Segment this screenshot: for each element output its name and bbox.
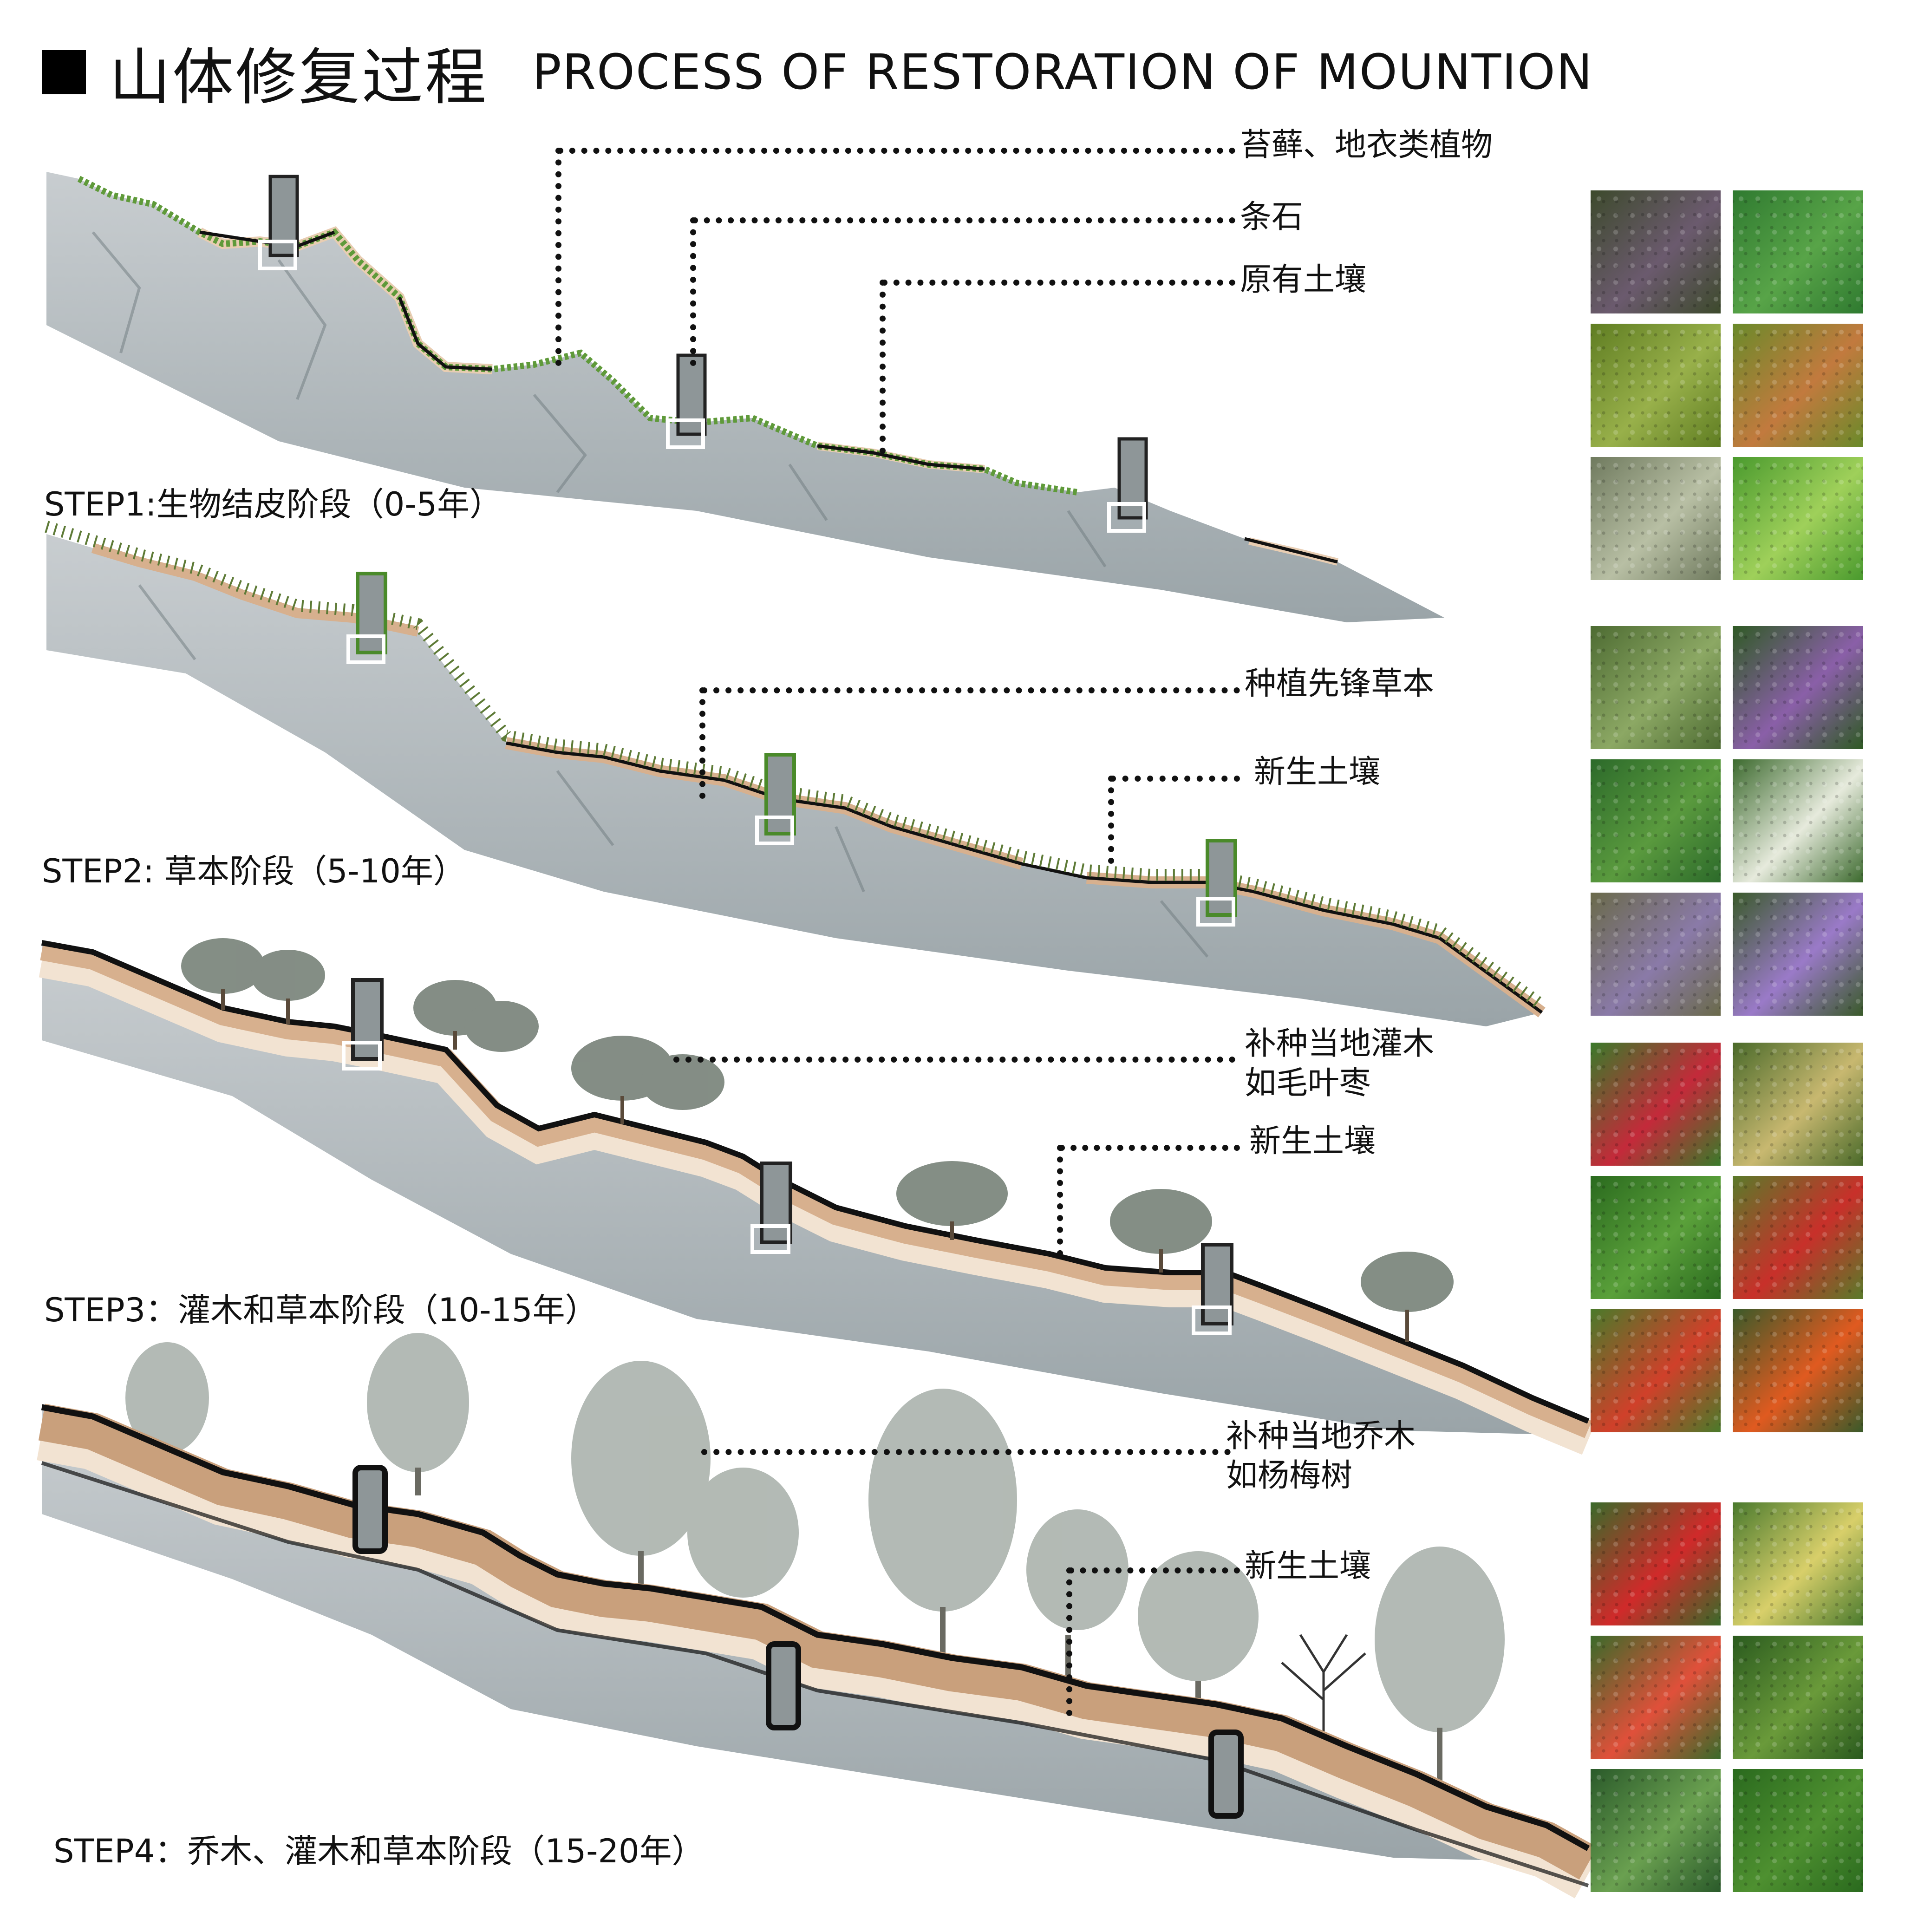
step-3-leader-soil	[1059, 1145, 1240, 1151]
step-4-photo-grid	[1591, 1502, 1863, 1892]
plant-photo-moss-green-leaves	[1733, 190, 1863, 313]
plant-photo-yellow-pears	[1733, 1502, 1863, 1625]
step-2-photo-grid	[1591, 626, 1863, 1016]
title-row: 山体修复过程 PROCESS OF RESTORATION OF MOUNTIO…	[42, 37, 1593, 113]
step-2-section: STEP2: 草本阶段（5-10年） 种植先锋草本 新生土壤	[0, 511, 1905, 1026]
plant-photo-dense-tree	[1733, 1769, 1863, 1892]
step-2-leader-herb	[701, 687, 1240, 693]
step-1-photo-grid	[1591, 190, 1863, 580]
step-2-stone-blocks	[346, 572, 1237, 927]
page-title-en: PROCESS OF RESTORATION OF MOUNTION	[532, 44, 1593, 100]
step-4-cross-section	[37, 1333, 1602, 1899]
step-1-annotation-moss: 苔藓、地衣类植物	[1240, 127, 1493, 163]
step-4-soil-layer	[38, 1403, 1598, 1880]
step-1-cross-section	[46, 172, 1444, 622]
plant-photo-red-raspberry-shrub	[1591, 1043, 1721, 1166]
step-2-rock	[46, 534, 1542, 1026]
title-square-icon	[42, 50, 86, 94]
step-3-stone-blocks	[342, 978, 1233, 1335]
step-3-cross-section	[39, 938, 1595, 1455]
step-3-annotation-shrub: 补种当地灌木 如毛叶枣	[1245, 1025, 1435, 1102]
plant-photo-broad-leaf-herb	[1591, 759, 1721, 882]
step-4-annotation-tree: 补种当地乔木 如杨梅树	[1226, 1418, 1416, 1494]
step-3-shrubs	[181, 938, 1454, 1312]
step-4-leader-soil	[1068, 1567, 1240, 1573]
plant-photo-red-berries-shrub	[1733, 1176, 1863, 1299]
step-4-stone-blocks	[352, 1465, 1244, 1819]
step-1-leader-soil	[881, 280, 1235, 286]
plant-photo-peaches	[1591, 1636, 1721, 1759]
plant-photo-grass-tuft	[1591, 626, 1721, 749]
page-title-cn: 山体修复过程	[109, 41, 488, 113]
plant-photo-purple-flowers	[1733, 626, 1863, 749]
plant-photo-moss-purple	[1591, 190, 1721, 313]
step-2-annotation-soil: 新生土壤	[1254, 754, 1381, 790]
step-2-grass-line	[45, 521, 1546, 1010]
plant-photo-purple-spike-grass	[1591, 893, 1721, 1016]
plant-photo-moss-sporophytes	[1733, 324, 1863, 447]
step-2-leader-soil	[1110, 776, 1240, 782]
step-1-annotation-stone: 条石	[1240, 199, 1304, 235]
plant-photo-lichen-grey	[1591, 457, 1721, 580]
plant-photo-red-bayberry	[1591, 1502, 1721, 1625]
step-2-annotation-herb: 种植先锋草本	[1245, 666, 1435, 702]
plant-photo-purple-flower-rosette	[1733, 893, 1863, 1016]
step-4-leader-tree	[701, 1449, 1231, 1455]
plant-photo-shrub-blossom	[1733, 1043, 1863, 1166]
plant-photo-orange-berries	[1733, 1309, 1863, 1432]
step-2-label: STEP2: 草本阶段（5-10年）	[42, 852, 466, 890]
step-1-leader-stone	[692, 217, 1235, 223]
step-1-annotation-soil: 原有土壤	[1240, 261, 1367, 298]
plant-photo-moss-bright-green	[1733, 457, 1863, 580]
plant-photo-moss-yellow-green	[1591, 324, 1721, 447]
step-1-leader-moss	[557, 148, 1235, 154]
step-4-annotation-soil: 新生土壤	[1245, 1548, 1371, 1585]
step-1-label: STEP1:生物结皮阶段（0-5年）	[44, 485, 502, 523]
step-1-section: STEP1:生物结皮阶段（0-5年） 苔藓、地衣类植物 条石 原有土壤	[0, 0, 1905, 622]
step-3-photo-grid	[1591, 1043, 1863, 1432]
plant-photo-conifer-branch	[1591, 1769, 1721, 1892]
step-4-section: STEP4：乔木、灌木和草本阶段（15-20年） 补种当地乔木 如杨梅树 新生土…	[0, 1333, 1905, 1932]
step-4-label: STEP4：乔木、灌木和草本阶段（15-20年）	[53, 1832, 705, 1870]
plant-photo-tree-canopy	[1733, 1636, 1863, 1759]
plant-photo-white-spike-grass	[1733, 759, 1863, 882]
step-1-rock	[46, 172, 1444, 622]
step-4-bare-tree	[1281, 1634, 1366, 1779]
step-3-leader-shrub	[673, 1057, 1235, 1063]
step-3-section: STEP3：灌木和草本阶段（10-15年） 补种当地灌木 如毛叶枣 新生土壤	[0, 910, 1905, 1455]
plant-photo-jujube-fruits	[1591, 1309, 1721, 1432]
step-2-cross-section	[45, 521, 1546, 1026]
plant-photo-green-shrub-leaves	[1591, 1176, 1721, 1299]
step-3-annotation-soil: 新生土壤	[1249, 1123, 1376, 1160]
step-4-trees	[125, 1333, 1505, 1732]
step-3-label: STEP3：灌木和草本阶段（10-15年）	[44, 1291, 598, 1329]
